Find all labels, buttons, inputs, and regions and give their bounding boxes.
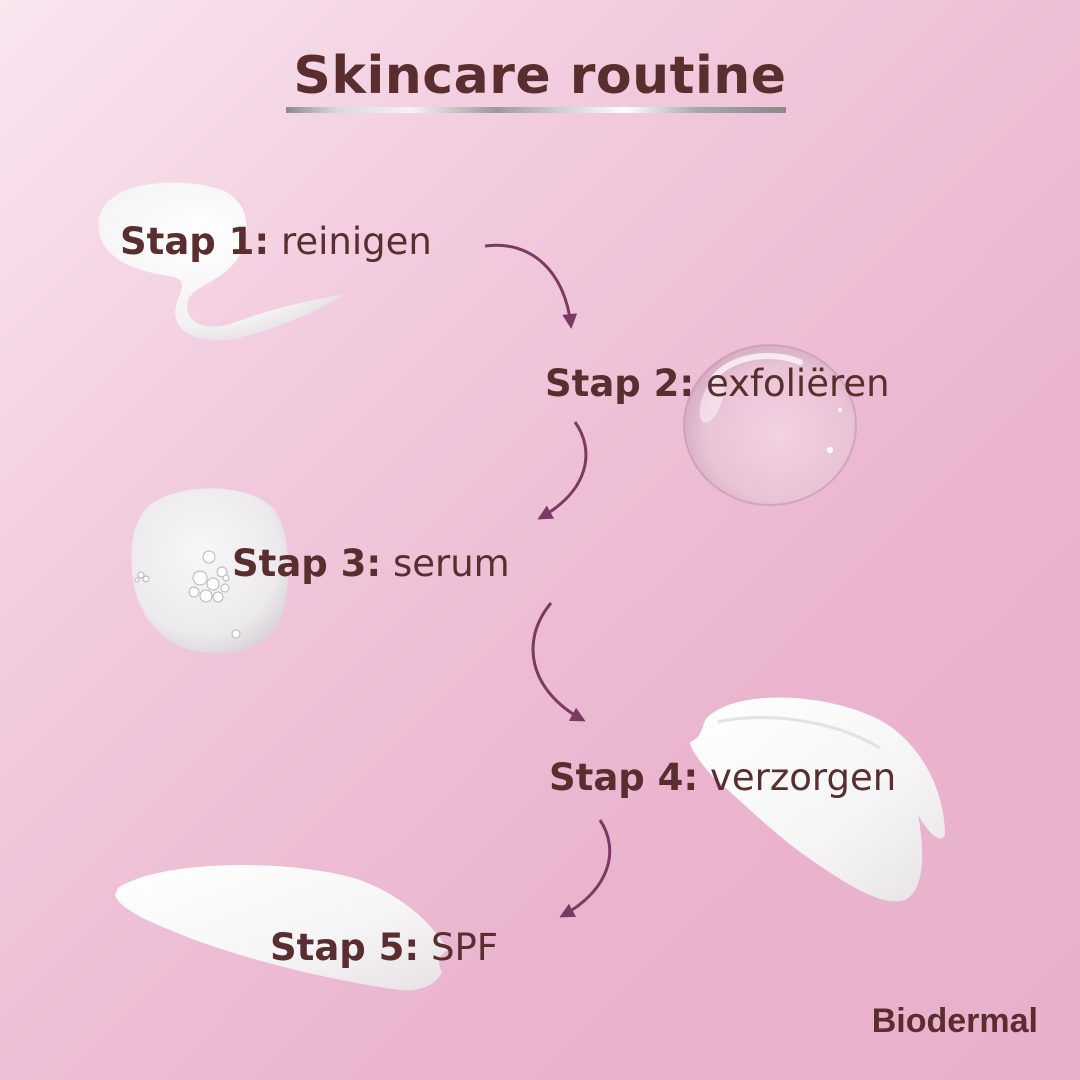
serum-gel-texture	[131, 488, 289, 653]
step-1-label: Stap 1:	[120, 220, 270, 263]
step-4-desc: verzorgen	[709, 756, 897, 799]
step-3-desc: serum	[392, 542, 510, 585]
step-3: Stap 3: serum	[232, 542, 510, 585]
step-3-label: Stap 3:	[232, 542, 382, 585]
step-1-desc: reinigen	[280, 220, 432, 263]
spf-cream-swatch-texture	[115, 865, 448, 991]
step-5: Stap 5: SPF	[270, 926, 498, 969]
step-5-label: Stap 5:	[270, 926, 420, 969]
step-2-label: Stap 2:	[545, 362, 695, 405]
arrow-step3-to-step4	[531, 602, 586, 722]
arrow-step2-to-step3	[537, 421, 588, 520]
brand-logo: Biodermal	[871, 1002, 1038, 1040]
page-title: Skincare routine	[293, 46, 787, 106]
title-underline	[286, 107, 786, 113]
step-2-desc: exfoliëren	[705, 362, 890, 405]
step-4: Stap 4: verzorgen	[549, 756, 896, 799]
exfoliant-drop-texture	[683, 344, 857, 506]
cleanser-foam-texture	[98, 182, 346, 341]
step-5-desc: SPF	[430, 926, 499, 969]
arrow-step4-to-step5	[559, 819, 612, 918]
step-2: Stap 2: exfoliëren	[545, 362, 890, 405]
step-4-label: Stap 4:	[549, 756, 699, 799]
cream-swatch-texture	[690, 697, 945, 902]
arrow-step1-to-step2	[484, 243, 578, 329]
step-1: Stap 1: reinigen	[120, 220, 432, 263]
